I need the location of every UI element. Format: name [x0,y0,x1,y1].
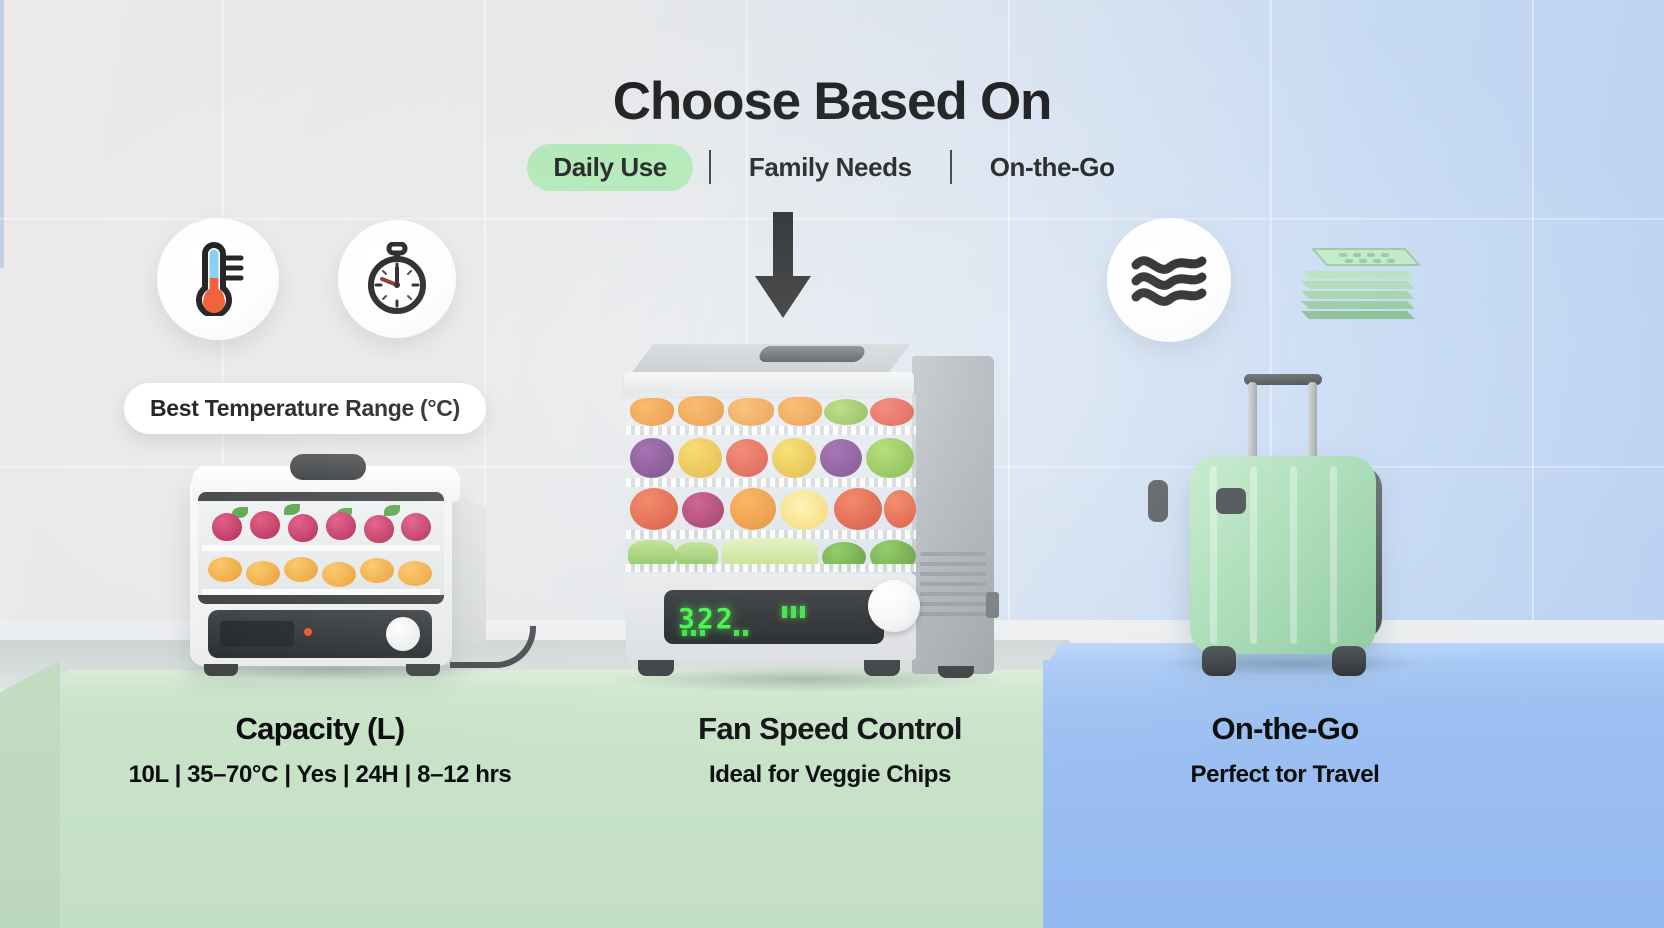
tag-daily-use[interactable]: Daily Use [527,143,693,191]
dehydrator-left-top-knob [290,454,366,480]
thermometer-icon-bubble [157,218,279,340]
dehydrator-center-chamber [626,394,916,572]
tag-separator [708,150,711,185]
dehydrator-center-shelf [626,530,916,539]
dehydrator-center-foot [938,666,974,678]
suitcase-shell [1190,456,1376,654]
podium-green-left-face [0,660,60,928]
caption-daily-use: Capacity (L) 10L | 35–70°C | Yes | 24H |… [60,711,580,789]
dehydrator-center-top-lip [624,372,914,396]
thermometer-icon [196,242,244,316]
airflow-waves-icon [1131,256,1207,306]
suitcase-luggage-tag [1216,488,1246,514]
dehydrator-center-side-latch [986,592,999,618]
caption-subtitle: Ideal for Veggie Chips [709,761,951,789]
dehydrator-center-shelf [626,426,916,435]
dehydrator-center-shelf [626,564,916,572]
green-suitcase [1148,370,1410,688]
down-arrow-icon [751,212,815,322]
tag-on-the-go[interactable]: On-the-Go [989,151,1115,182]
caption-title: Capacity (L) [235,711,405,746]
temperature-range-badge: Best Temperature Range (°C) [124,383,486,434]
dehydrator-center-handle [757,346,867,362]
display-digits: 322 [678,602,735,635]
caption-title: Fan Speed Control [698,711,962,746]
dehydrator-left-dial[interactable] [386,617,420,651]
suitcase-wheel [1332,646,1366,676]
suitcase-handle-rod [1248,382,1257,460]
suitcase-left-grip [1148,480,1168,522]
dehydrator-center-shelf [626,478,916,487]
tag-family-needs[interactable]: Family Needs [748,151,912,182]
tall-steel-dehydrator: 322 [620,344,999,686]
dehydrator-center-display: 322 [664,590,884,644]
dehydrator-center-vent [920,552,986,622]
caption-subtitle: Perfect tor Travel [1190,761,1380,789]
caption-subtitle: 10L | 35–70°C | Yes | 24H | 8–12 hrs [128,761,512,789]
stopwatch-icon-bubble [338,220,456,338]
dehydrator-left-indicator-light [304,628,312,636]
tag-row: Daily Use Family Needs On-the-Go [0,143,1664,191]
caption-on-the-go: On-the-Go Perfect tor Travel [1075,711,1495,789]
dehydrator-center-control-panel[interactable]: 322 [626,574,920,660]
suitcase-wheel [1202,646,1236,676]
tag-separator [949,150,952,185]
dehydrator-left-control-panel[interactable] [208,610,432,658]
podium-blue [1043,660,1664,928]
dehydrator-center-dial[interactable] [868,580,920,632]
suitcase-handle-rod [1308,382,1317,460]
airflow-icon-bubble [1107,218,1231,342]
podium-green [50,686,1050,928]
dehydrator-left-foot [406,664,440,676]
compact-white-dehydrator [182,450,536,676]
page-title: Choose Based On [612,72,1053,131]
header: Choose Based On Daily Use Family Needs O… [0,74,1664,191]
dehydrator-center-foot [638,660,674,676]
dehydrator-center-foot [864,660,900,676]
dehydrator-center-side-panel [912,356,994,674]
stacked-trays-icon [1287,243,1422,327]
dehydrator-left-tray-2 [202,589,440,595]
dehydrator-left-foot [204,664,238,676]
dehydrator-left-lcd [220,621,294,647]
caption-family-needs: Fan Speed Control Ideal for Veggie Chips [620,711,1040,789]
caption-title: On-the-Go [1211,711,1360,746]
stopwatch-icon [368,242,426,314]
suitcase-telescopic-handle [1244,374,1322,385]
dehydrator-left-tray-1 [202,545,440,551]
dehydrator-left-window [198,492,444,604]
